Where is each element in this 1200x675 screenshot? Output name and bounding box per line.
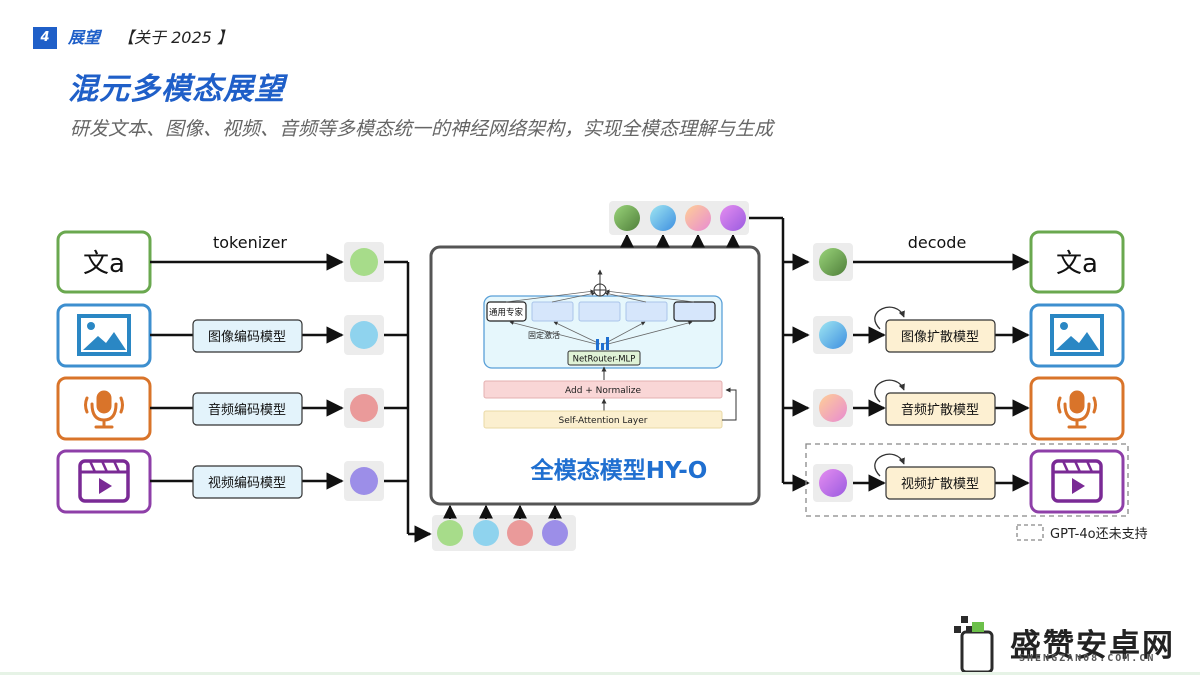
residual-connection xyxy=(722,387,737,421)
decoder-row-image: 图像扩散模型 xyxy=(853,306,1030,353)
expert-2 xyxy=(531,301,574,322)
microphone-icon xyxy=(1057,390,1097,429)
output-token-audio xyxy=(813,389,853,427)
input-token-image xyxy=(344,315,384,355)
watermark-text: 盛赞安卓网 xyxy=(1010,628,1175,664)
watermark-logo xyxy=(954,616,994,674)
video-encoder-label: 视频编码模型 xyxy=(208,476,286,491)
page-title: 混元多模态展望 xyxy=(68,72,285,107)
image-icon xyxy=(77,314,131,356)
tokenizer-label: tokenizer xyxy=(213,233,287,252)
video-clapper-icon xyxy=(1051,459,1103,503)
encoder-row-audio: 音频编码模型 xyxy=(150,392,344,426)
expert-5 xyxy=(673,301,716,322)
decode-label: decode xyxy=(908,233,967,252)
section-label: 展望 xyxy=(68,28,101,47)
model-to-output-arrows xyxy=(620,233,740,248)
encoder-row-image: 图像编码模型 xyxy=(150,319,344,353)
top-token-group xyxy=(609,201,749,235)
model-name: 全模态模型HY-O xyxy=(530,457,708,484)
add-normalize-label: Add + Normalize xyxy=(565,386,641,396)
input-token-text xyxy=(344,242,384,282)
image-decoder-label: 图像扩散模型 xyxy=(901,330,979,345)
output-token-image xyxy=(813,316,853,354)
legend-label: GPT-4o还未支持 xyxy=(1050,527,1148,542)
token-to-model-arrows xyxy=(443,504,562,519)
image-icon xyxy=(1050,314,1104,356)
input-token-video xyxy=(344,461,384,501)
expert-to-sum-arrows xyxy=(505,289,695,303)
microphone-icon xyxy=(84,390,124,429)
watermark-url: SHENGZAN08.COM.CN xyxy=(1019,653,1156,664)
unsupported-region xyxy=(805,443,1129,517)
sum-circle-icon xyxy=(593,283,607,297)
video-clapper-icon xyxy=(78,459,130,503)
page-subtitle: 研发文本、图像、视频、音频等多模态统一的神经网络架构，实现全模态理解与生成 xyxy=(70,118,774,140)
input-token-audio xyxy=(344,388,384,428)
input-merge-bus xyxy=(384,260,432,543)
text-output-icon: 文a xyxy=(1056,249,1098,279)
fixed-activation-label: 固定激活 xyxy=(528,330,560,340)
expert-4 xyxy=(625,301,668,322)
output-token-text xyxy=(813,243,853,281)
expert-3 xyxy=(578,301,621,322)
legend-swatch xyxy=(1016,524,1044,541)
image-encoder-label: 图像编码模型 xyxy=(208,330,286,345)
audio-encoder-label: 音频编码模型 xyxy=(208,402,286,418)
decoder-row-video: 视频扩散模型 xyxy=(853,453,1030,500)
encoder-row-video: 视频编码模型 xyxy=(150,465,344,499)
router-to-expert-arrows xyxy=(509,320,693,345)
add-normalize-layer xyxy=(483,380,723,399)
breadcrumb: 【关于 2025 】 xyxy=(118,28,233,47)
router-label: NetRouter-MLP xyxy=(573,355,636,365)
video-decoder-label: 视频扩散模型 xyxy=(901,477,979,492)
router-icon xyxy=(596,337,609,350)
page-number: 4 xyxy=(33,27,57,49)
router-box xyxy=(567,350,641,366)
output-token-video xyxy=(813,464,853,502)
text-input-icon: 文a xyxy=(83,249,125,279)
text-output-box xyxy=(1029,230,1125,294)
decoder-row-audio: 音频扩散模型 xyxy=(853,379,1030,426)
output-split-bus xyxy=(749,216,810,492)
self-attention-label: Self-Attention Layer xyxy=(559,416,648,426)
bottom-divider xyxy=(0,672,1200,675)
general-expert-label: 通用专家 xyxy=(489,307,524,318)
audio-decoder-label: 音频扩散模型 xyxy=(901,402,979,418)
bottom-token-group xyxy=(432,515,576,551)
